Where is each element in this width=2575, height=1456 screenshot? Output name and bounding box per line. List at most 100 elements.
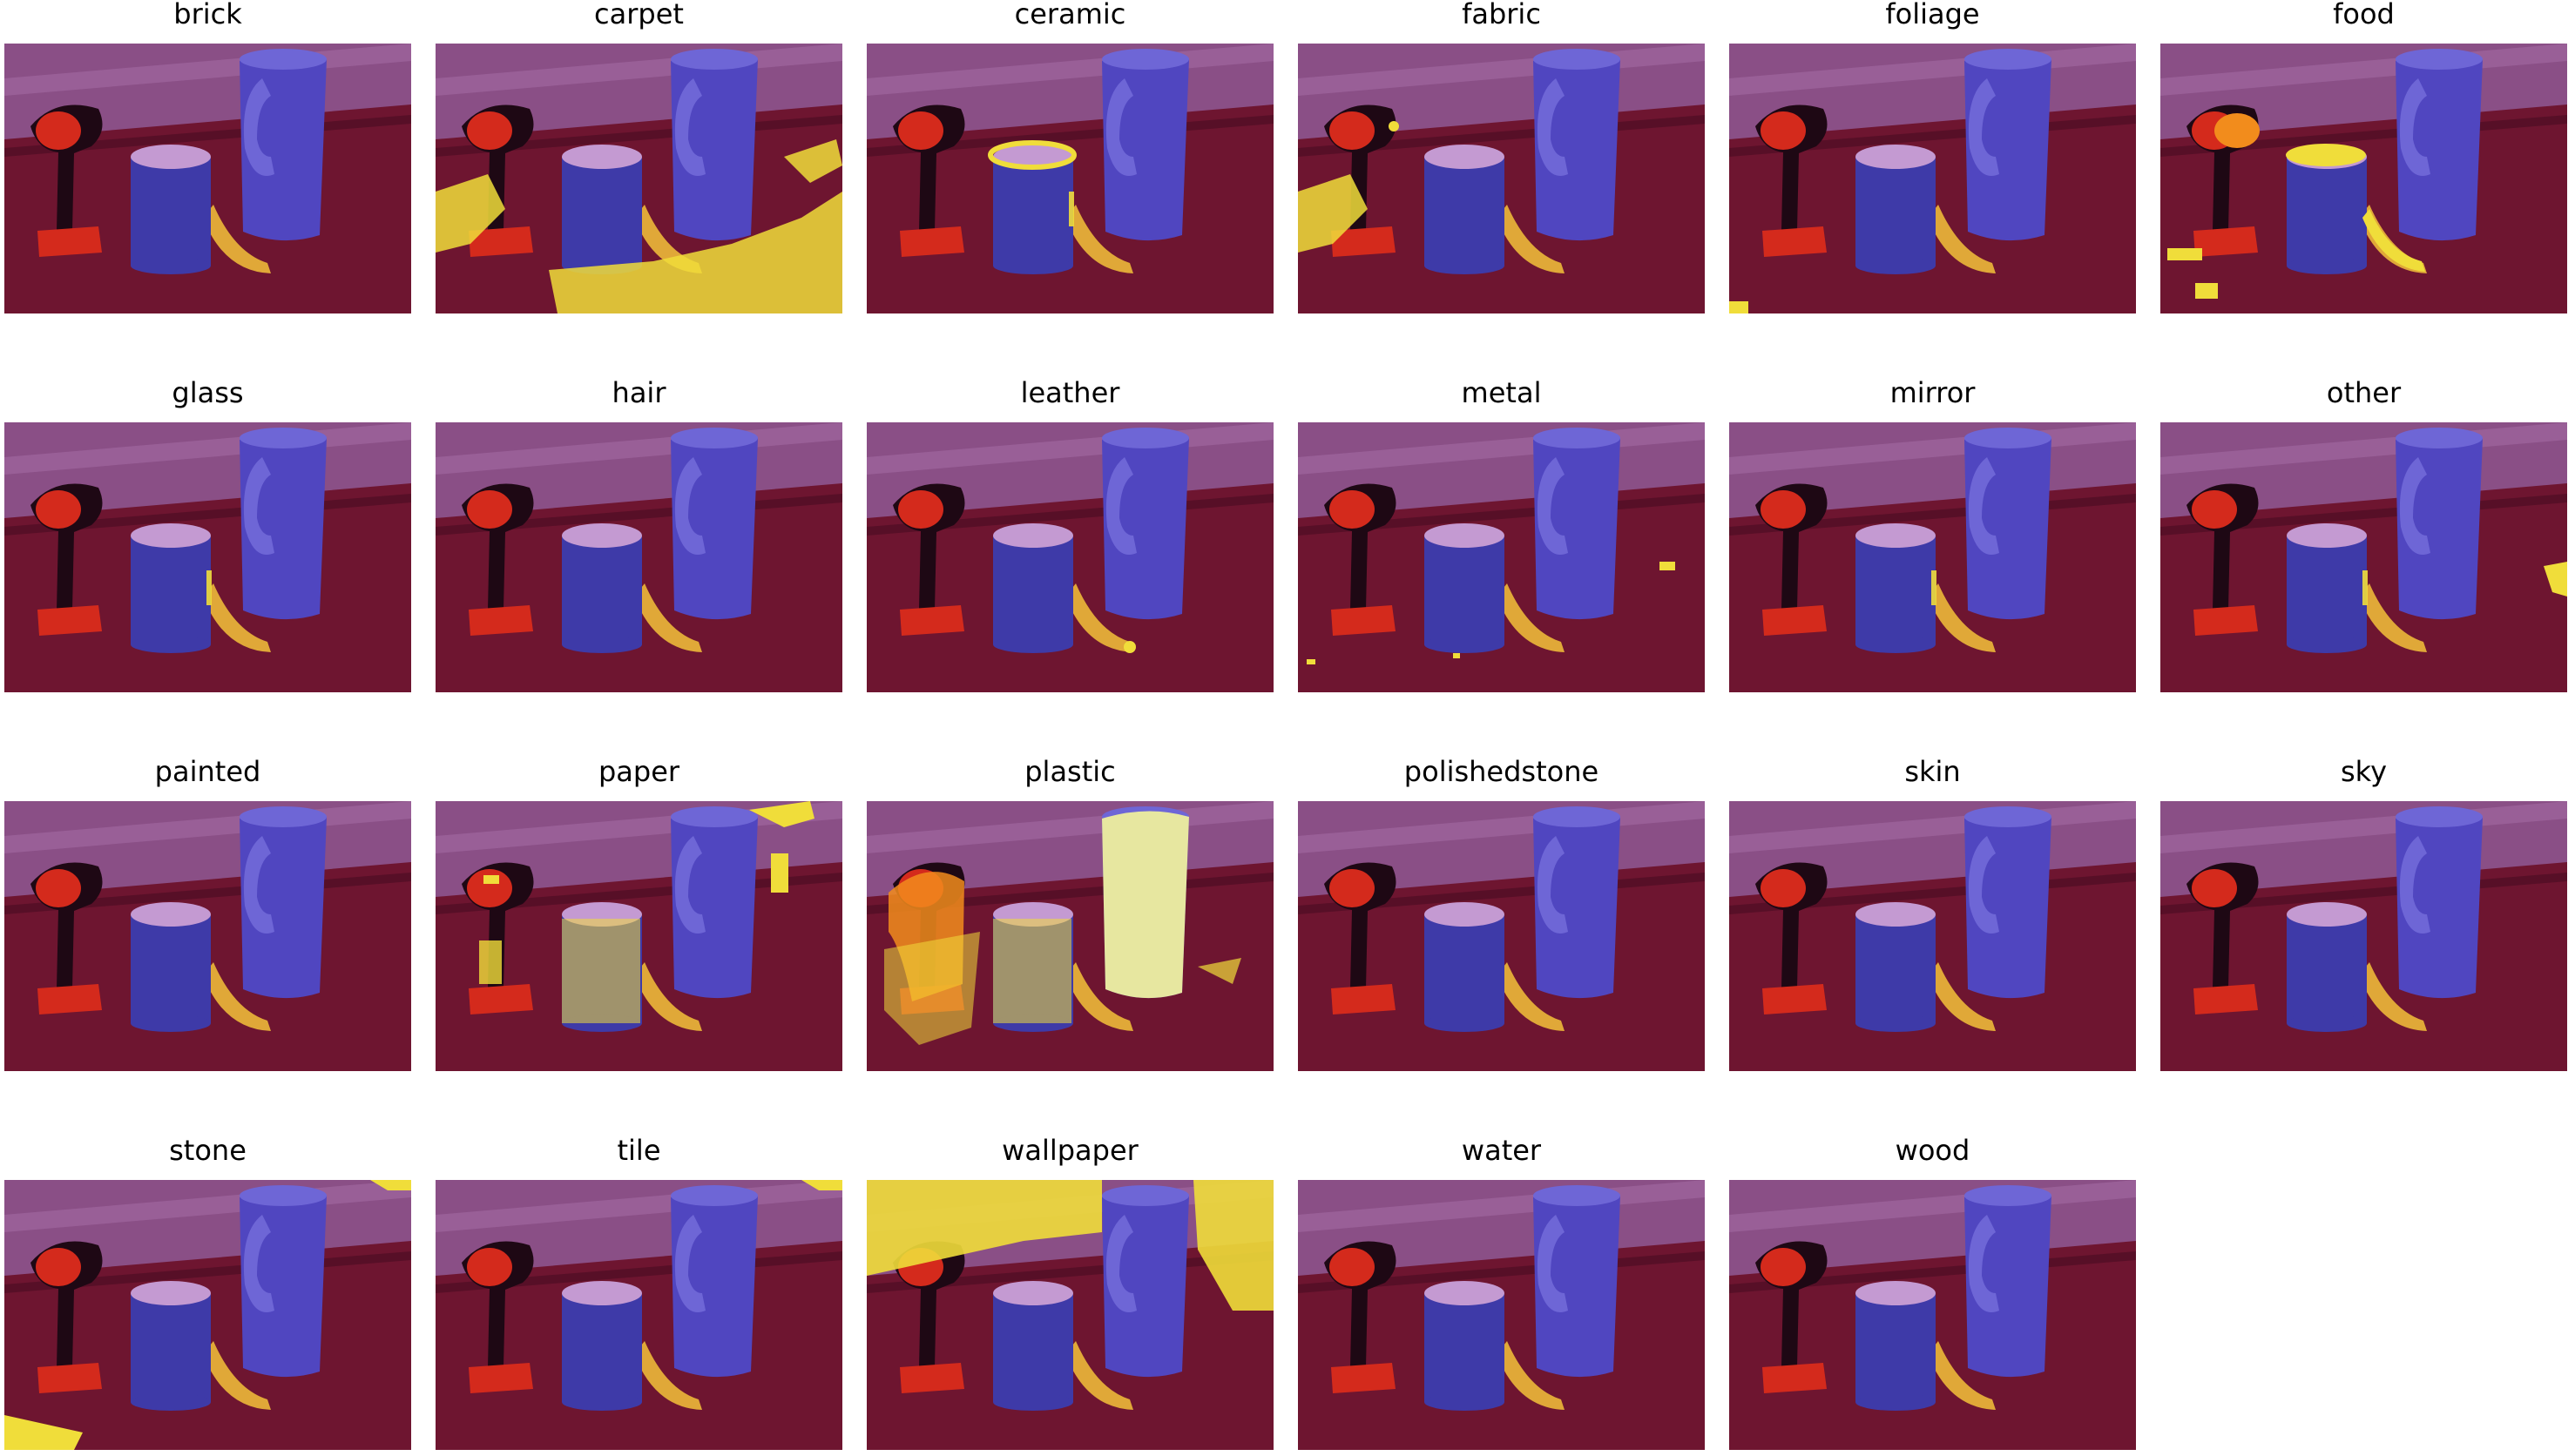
panel-stone: stone [4, 1134, 411, 1450]
scene [436, 422, 842, 692]
scene [4, 422, 411, 692]
banana [634, 205, 702, 273]
can [562, 157, 642, 266]
panel-food: food [2160, 0, 2567, 313]
scene [1729, 44, 2136, 313]
pitcher-lid [1533, 49, 1620, 70]
scene [1298, 1180, 1705, 1450]
can [131, 1293, 211, 1402]
panel-wallpaper: wallpaper [867, 1134, 1274, 1450]
panel-image [1729, 44, 2136, 313]
drill-top [1761, 1248, 1806, 1286]
drill-top [1761, 111, 1806, 150]
drill-base [1762, 984, 1827, 1014]
mask-overlay [1931, 570, 1936, 605]
pitcher-lid [671, 428, 758, 448]
pitcher-lid [2396, 428, 2483, 448]
can [1424, 914, 1504, 1023]
drill-base [900, 1363, 964, 1393]
panel-image [436, 1180, 842, 1450]
panel-title: leather [1020, 376, 1120, 409]
panel-title: glass [172, 376, 244, 409]
panel-image [1729, 801, 2136, 1071]
can-lid [1855, 1281, 1936, 1305]
pitcher-lid [1964, 49, 2051, 70]
banana [1065, 205, 1133, 273]
drill-base [1762, 1363, 1827, 1393]
scene [867, 44, 1274, 313]
panel-image [2160, 44, 2567, 313]
can [1855, 1293, 1936, 1402]
pitcher-handle [2399, 457, 2430, 555]
scene [4, 801, 411, 1071]
panel-title: polishedstone [1403, 755, 1599, 788]
panel-title: water [1461, 1134, 1542, 1167]
drill-top [36, 111, 81, 150]
can-lid [1424, 902, 1504, 927]
mask-overlay [479, 801, 814, 1023]
drill-base [1762, 605, 1827, 636]
can [2287, 914, 2367, 1023]
banana [1497, 962, 1565, 1031]
panel-tile: tile [436, 1134, 842, 1450]
can [1424, 1293, 1504, 1402]
drill-base [1331, 1363, 1396, 1393]
drill-top [467, 490, 512, 529]
can [1855, 157, 1936, 266]
drill-base [469, 226, 533, 257]
panel-image [4, 422, 411, 692]
panel-image [1298, 422, 1705, 692]
pitcher-handle [243, 457, 274, 555]
pitcher-handle [674, 836, 706, 934]
panel-image [1298, 44, 1705, 313]
scene [867, 422, 1274, 692]
drill-top [1329, 869, 1375, 907]
drill-top [1329, 490, 1375, 529]
drill-base [1762, 226, 1827, 257]
scene [1729, 801, 2136, 1071]
scene [1298, 422, 1705, 692]
panel-hair: hair [436, 376, 842, 692]
panel-title: tile [617, 1134, 661, 1167]
drill-top [467, 111, 512, 150]
pitcher-lid [1964, 806, 2051, 827]
pitcher-lid [1964, 428, 2051, 448]
can [993, 157, 1073, 266]
panel-image [436, 422, 842, 692]
can-lid [1424, 145, 1504, 169]
pitcher-handle [243, 1215, 274, 1312]
banana [634, 1341, 702, 1410]
panel-mirror: mirror [1729, 376, 2136, 692]
banana [2359, 962, 2427, 1031]
drill-base [900, 605, 964, 636]
banana [1497, 583, 1565, 652]
panel-glass: glass [4, 376, 411, 692]
drill-top [467, 869, 512, 907]
drill-base [1331, 605, 1396, 636]
scene [436, 1180, 842, 1450]
pitcher-handle [1968, 1215, 1999, 1312]
panel-image [2160, 422, 2567, 692]
can-lid [2287, 523, 2367, 548]
panel-foliage: foliage [1729, 0, 2136, 313]
mask-overlay [436, 139, 842, 313]
can-lid [1855, 902, 1936, 927]
drill-base [1331, 226, 1396, 257]
panel-wood: wood [1729, 1134, 2136, 1450]
can-lid [562, 523, 642, 548]
can [2287, 157, 2367, 266]
banana [1065, 1341, 1133, 1410]
can [131, 536, 211, 644]
drill-top [467, 1248, 512, 1286]
panel-other: other [2160, 376, 2567, 692]
drill-top [36, 869, 81, 907]
pitcher-lid [671, 49, 758, 70]
mask-overlay [2362, 562, 2567, 605]
can [562, 1293, 642, 1402]
drill-top [1329, 1248, 1375, 1286]
can-lid [131, 145, 211, 169]
drill-top [898, 111, 943, 150]
drill-top [2192, 490, 2237, 529]
banana [2359, 205, 2427, 273]
mask-overlay [1307, 562, 1675, 664]
